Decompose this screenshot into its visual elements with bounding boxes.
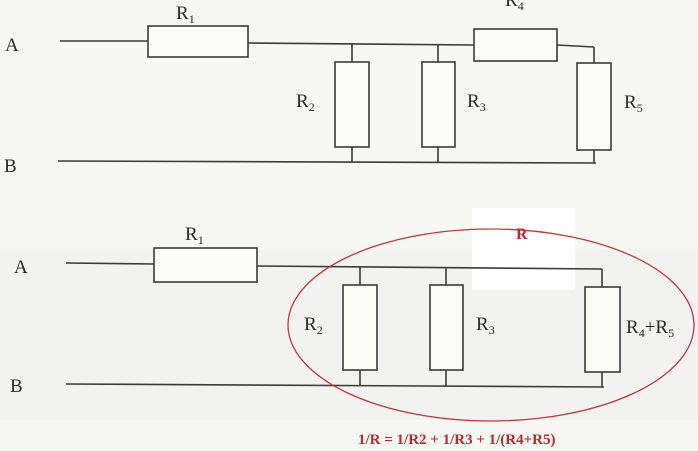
equivalent-label-box: [472, 208, 575, 290]
top-wire-r4-out: [556, 44, 595, 48]
top-resistor-r1: [147, 25, 249, 58]
top-resistor-r5: [576, 62, 612, 151]
bottom-circuit: A B R1 R2 R3 R4+R5 R 1/R = 1/R2 + 1/R3 +…: [10, 208, 695, 448]
equivalent-formula: 1/R = 1/R2 + 1/R3 + 1/(R4+R5): [358, 432, 556, 448]
top-wire-b: [57, 160, 597, 164]
bottom-label-r45: R4+R5: [626, 317, 674, 340]
top-label-r4: R4: [505, 0, 524, 13]
equivalent-label-r: R: [516, 226, 528, 243]
top-node-b: B: [4, 156, 17, 177]
bottom-node-b: B: [10, 376, 23, 397]
bottom-resistor-r3: [429, 284, 464, 371]
bottom-label-r3: R3: [476, 314, 495, 337]
bottom-resistor-r2: [342, 284, 378, 371]
bottom-resistor-r45: [584, 286, 621, 373]
bottom-wire-upper: [256, 265, 603, 270]
top-circuit: A B R1 R4 R2 R3 R5: [4, 0, 643, 177]
top-label-r5: R5: [624, 92, 643, 115]
bottom-label-r2: R2: [304, 314, 323, 337]
equivalent-resistance-ellipse: [287, 228, 695, 422]
top-wire-upper: [247, 42, 475, 46]
top-resistor-r2: [334, 61, 370, 148]
bottom-wire-a-in: [65, 262, 155, 265]
top-label-r1: R1: [176, 3, 195, 26]
top-resistor-r4: [473, 28, 558, 62]
top-resistor-r3: [421, 61, 456, 148]
bottom-wire-b: [65, 383, 605, 388]
bottom-resistor-r1: [153, 247, 258, 283]
top-node-a: A: [5, 35, 19, 56]
bottom-label-r1: R1: [185, 224, 204, 247]
top-label-r3: R3: [467, 91, 486, 114]
top-label-r2: R2: [296, 91, 315, 114]
bottom-node-a: A: [14, 257, 28, 278]
